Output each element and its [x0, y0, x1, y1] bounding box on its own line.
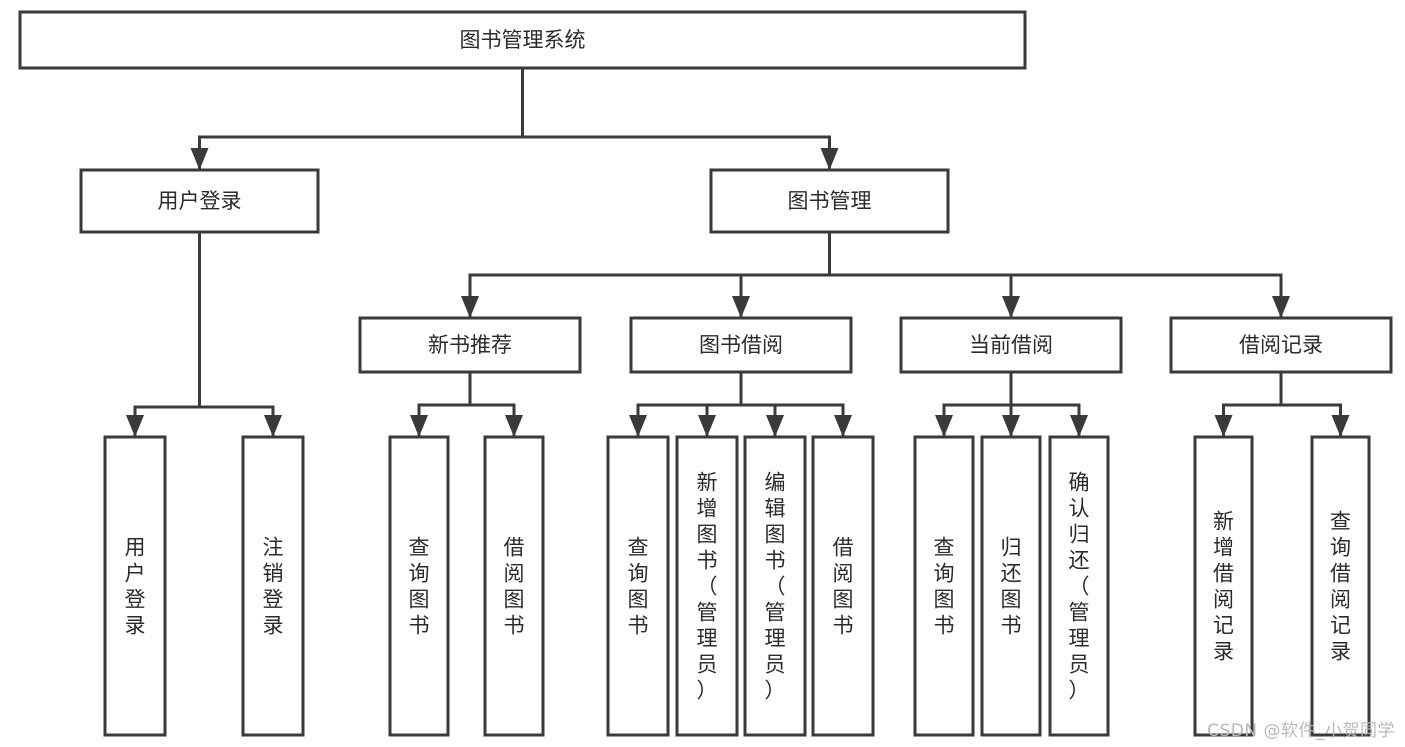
node-leaf-user-login[interactable]: 用户登录 [103, 435, 167, 737]
node-borrow-record[interactable]: 借阅记录 [1169, 316, 1393, 374]
arrow-head-icon [190, 148, 209, 170]
arrow-head-icon [732, 296, 750, 318]
arrow-head-icon [834, 415, 852, 437]
node-leaf-query-record-box[interactable] [1310, 435, 1371, 737]
node-leaf-borrow-book-2-label: 借阅图书 [833, 535, 854, 637]
node-leaf-query-record[interactable]: 查询借阅记录 [1310, 435, 1371, 737]
node-leaf-borrow-book-1[interactable]: 借阅图书 [483, 435, 545, 737]
arrow-head-icon [1331, 415, 1350, 437]
node-user-login-box[interactable] [79, 168, 320, 234]
node-user-login-label: 用户登录 [158, 189, 242, 213]
node-current-borrow-box[interactable] [899, 316, 1123, 374]
node-leaf-logout-label: 注销登录 [263, 535, 284, 637]
node-leaf-return-book-box[interactable] [980, 435, 1042, 737]
arrow-head-icon [935, 415, 953, 437]
node-new-book-recommend[interactable]: 新书推荐 [358, 316, 582, 374]
node-leaf-add-book-box[interactable] [675, 435, 739, 737]
arrow-head-icon [264, 415, 282, 437]
arrow-head-icon [1002, 296, 1020, 318]
node-leaf-add-book-label: 新增图书（管理员） [697, 470, 718, 702]
node-leaf-edit-book[interactable]: 编辑图书（管理员） [743, 435, 807, 737]
node-leaf-confirm-return-label: 确认归还（管理员） [1069, 470, 1090, 702]
node-leaf-logout[interactable]: 注销登录 [241, 435, 305, 737]
nodes-layer: 图书管理系统用户登录图书管理新书推荐图书借阅当前借阅借阅记录用户登录注销登录查询… [18, 10, 1393, 737]
node-leaf-borrow-book-2-box[interactable] [811, 435, 875, 737]
node-leaf-add-record-box[interactable] [1193, 435, 1254, 737]
node-leaf-borrow-book-2[interactable]: 借阅图书 [811, 435, 875, 737]
node-leaf-add-record-label: 新增借阅记录 [1213, 509, 1234, 663]
node-leaf-query-book-2-box[interactable] [606, 435, 670, 737]
node-leaf-borrow-book-1-box[interactable] [483, 435, 545, 737]
node-leaf-borrow-book-1-label: 借阅图书 [504, 535, 525, 637]
node-leaf-query-book-2[interactable]: 查询图书 [606, 435, 670, 737]
node-leaf-return-book-label: 归还图书 [1001, 535, 1022, 637]
arrow-head-icon [629, 415, 647, 437]
node-book-management[interactable]: 图书管理 [709, 168, 950, 234]
arrow-head-icon [1070, 415, 1088, 437]
arrow-head-icon [505, 415, 523, 437]
node-leaf-edit-book-label: 编辑图书（管理员） [765, 470, 786, 702]
arrow-head-icon [410, 415, 428, 437]
node-leaf-query-record-label: 查询借阅记录 [1330, 509, 1351, 663]
node-root-system-box[interactable] [18, 10, 1027, 70]
node-book-borrow-box[interactable] [629, 316, 853, 374]
node-leaf-query-book-1-label: 查询图书 [409, 535, 430, 637]
node-leaf-confirm-return-box[interactable] [1048, 435, 1110, 737]
node-leaf-add-record[interactable]: 新增借阅记录 [1193, 435, 1254, 737]
node-new-book-recommend-box[interactable] [358, 316, 582, 374]
node-book-management-label: 图书管理 [788, 189, 872, 213]
node-current-borrow-label: 当前借阅 [969, 333, 1053, 357]
arrow-head-icon [820, 148, 839, 170]
node-root-system[interactable]: 图书管理系统 [18, 10, 1027, 70]
node-book-management-box[interactable] [709, 168, 950, 234]
node-user-login[interactable]: 用户登录 [79, 168, 320, 234]
node-leaf-user-login-label: 用户登录 [125, 535, 146, 637]
node-book-borrow[interactable]: 图书借阅 [629, 316, 853, 374]
node-leaf-edit-book-box[interactable] [743, 435, 807, 737]
node-leaf-confirm-return[interactable]: 确认归还（管理员） [1048, 435, 1110, 737]
node-leaf-return-book[interactable]: 归还图书 [980, 435, 1042, 737]
arrow-head-icon [1272, 296, 1290, 318]
edges-layer [126, 66, 1350, 439]
node-leaf-query-book-3[interactable]: 查询图书 [913, 435, 975, 737]
node-current-borrow[interactable]: 当前借阅 [899, 316, 1123, 374]
arrow-head-icon [126, 415, 144, 437]
arrow-head-icon [461, 296, 479, 318]
node-leaf-user-login-box[interactable] [103, 435, 167, 737]
watermark-label: CSDN @软件_小贺同学 [1207, 721, 1395, 741]
node-root-system-label: 图书管理系统 [460, 28, 586, 52]
node-leaf-query-book-1[interactable]: 查询图书 [388, 435, 450, 737]
node-leaf-query-book-3-label: 查询图书 [934, 535, 955, 637]
node-leaf-add-book[interactable]: 新增图书（管理员） [675, 435, 739, 737]
arrow-head-icon [698, 415, 716, 437]
node-book-borrow-label: 图书借阅 [699, 333, 783, 357]
node-leaf-logout-box[interactable] [241, 435, 305, 737]
arrow-head-icon [766, 415, 784, 437]
arrow-head-icon [1002, 415, 1020, 437]
node-new-book-recommend-label: 新书推荐 [428, 333, 512, 357]
node-leaf-query-book-2-label: 查询图书 [628, 535, 649, 637]
node-borrow-record-label: 借阅记录 [1239, 333, 1323, 357]
arrow-head-icon [1214, 415, 1233, 437]
node-leaf-query-book-1-box[interactable] [388, 435, 450, 737]
node-borrow-record-box[interactable] [1169, 316, 1393, 374]
node-leaf-query-book-3-box[interactable] [913, 435, 975, 737]
